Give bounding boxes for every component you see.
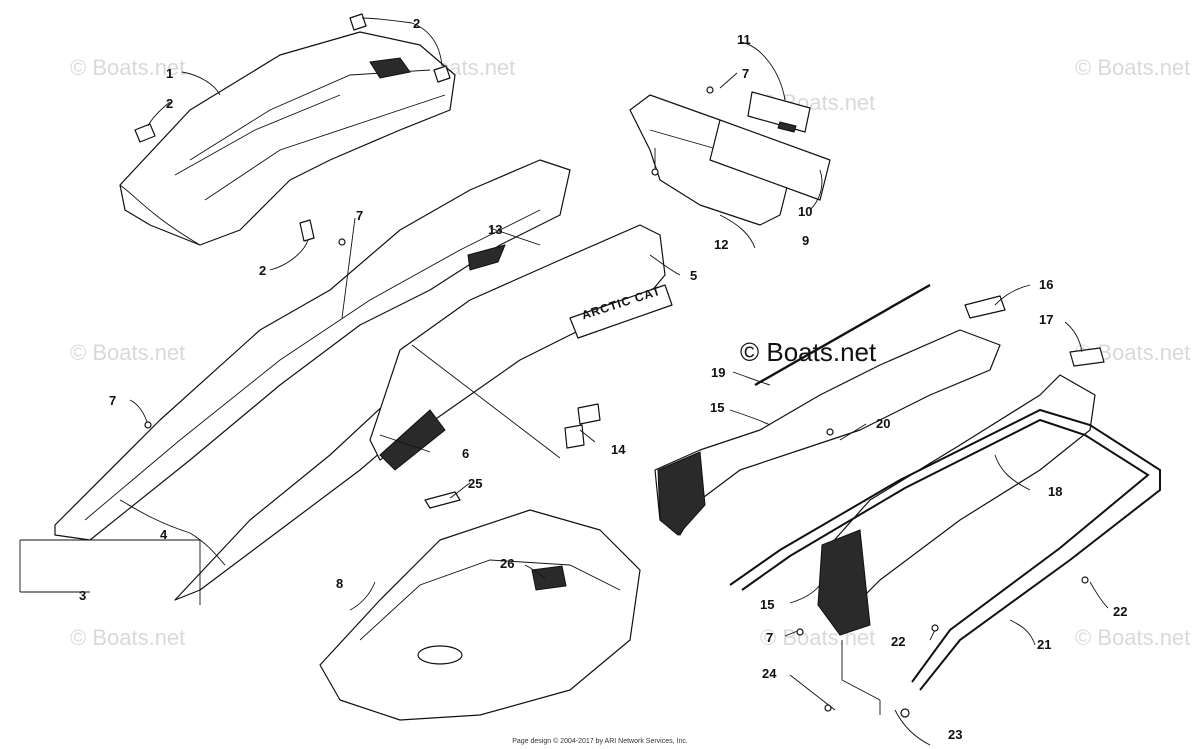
callout-2[interactable]: 2 [413,16,421,31]
watermark: © Boats.net [1075,625,1191,650]
callout-7[interactable]: 7 [109,393,117,408]
callout-16[interactable]: 16 [1039,277,1054,292]
callout-11[interactable]: 11 [737,32,751,47]
watermark: © Boats.net [1075,55,1191,80]
callout-4[interactable]: 4 [160,527,168,542]
callout-18[interactable]: 18 [1048,484,1063,499]
callout-1[interactable]: 1 [166,66,174,81]
part-storage-bin[interactable] [319,509,641,721]
callout-12[interactable]: 12 [714,237,729,252]
callout-26[interactable]: 26 [500,556,515,571]
part-decal[interactable] [1069,347,1105,367]
part-knob[interactable] [564,403,601,449]
bracket-line [19,539,201,605]
leader-lines [119,17,1109,746]
callout-19[interactable]: 19 [711,365,726,380]
callout-23[interactable]: 23 [948,727,963,742]
callout-7[interactable]: 7 [742,66,750,81]
part-rear-bracket[interactable] [629,91,831,226]
callout-14[interactable]: 14 [611,442,626,457]
callout-6[interactable]: 6 [462,446,470,461]
part-decal[interactable] [964,295,1006,319]
callout-22[interactable]: 22 [1113,604,1128,619]
callout-15[interactable]: 15 [710,400,725,415]
callout-22[interactable]: 22 [891,634,906,649]
callout-9[interactable]: 9 [802,233,810,248]
watermark: © Boats.net [70,625,186,650]
watermark: © Boats.net [70,340,186,365]
callout-2[interactable]: 2 [259,263,267,278]
callout-3[interactable]: 3 [79,588,87,603]
part-strip[interactable] [754,283,931,387]
callout-21[interactable]: 21 [1037,637,1052,652]
center-watermark: © Boats.net [740,337,877,367]
part-side-panel[interactable] [369,224,673,471]
callout-5[interactable]: 5 [690,268,698,283]
callout-13[interactable]: 13 [488,222,503,237]
watermark: © Boats.net [70,55,186,80]
callout-7[interactable]: 7 [766,630,774,645]
part-screw[interactable] [144,86,1089,718]
callout-10[interactable]: 10 [798,204,813,219]
callout-7[interactable]: 7 [356,208,364,223]
callout-24[interactable]: 24 [762,666,777,681]
part-bumper-tube[interactable] [729,408,1161,691]
callout-8[interactable]: 8 [336,576,344,591]
callout-20[interactable]: 20 [876,416,891,431]
part-hood-cover[interactable] [119,31,456,246]
part-decal[interactable] [424,491,461,509]
part-clip[interactable] [134,13,451,242]
callout-2[interactable]: 2 [166,96,174,111]
callout-17[interactable]: 17 [1039,312,1054,327]
callout-25[interactable]: 25 [468,476,483,491]
footer-copyright: Page design © 2004-2017 by ARI Network S… [512,738,688,745]
callout-15[interactable]: 15 [760,597,775,612]
